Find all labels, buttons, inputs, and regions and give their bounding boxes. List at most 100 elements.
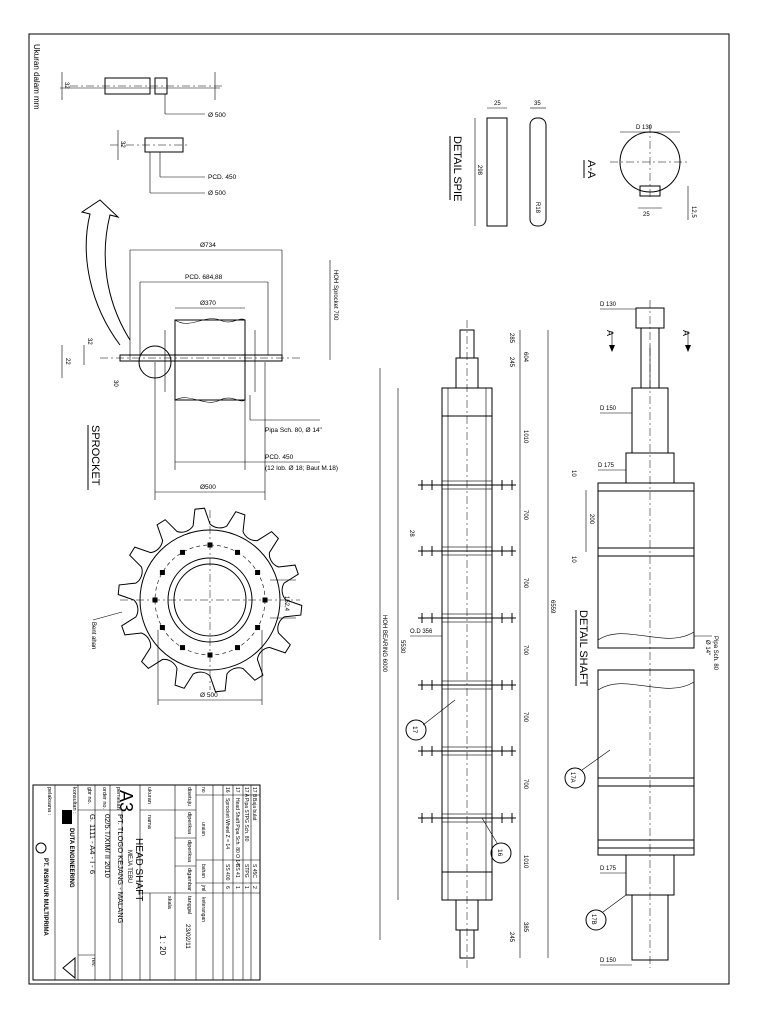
dim-thk-32: 32 [63, 82, 69, 89]
shaft-pipe-dia: Ø 14" [704, 640, 710, 655]
rev-label: rev. [90, 958, 96, 967]
sign-diperiksa-2: diperiksa [186, 840, 192, 863]
title-block: no uraian bahan jml keterangan 17 B Baja… [32, 784, 261, 981]
dim-32: 32 [86, 338, 92, 345]
dim-700b: 700 [522, 578, 528, 589]
bolt-hole [152, 597, 158, 603]
svg-text:17: 17 [411, 726, 418, 734]
bolt-hole [180, 549, 185, 555]
format-value: A3 [116, 790, 136, 812]
nama-label: nama [146, 815, 152, 830]
part-17b-no: 17 B [251, 787, 257, 798]
spie-d130: D 130 [636, 125, 653, 131]
company-seal-icon [62, 956, 76, 980]
bolt-hole [255, 570, 261, 575]
balloon-17a [564, 767, 586, 789]
dim-700e: 700 [522, 779, 528, 790]
bolt-hole [159, 570, 165, 575]
sprocket-flange [418, 480, 516, 490]
svg-text:17A: 17A [569, 772, 575, 783]
sprocket-flange [418, 546, 516, 556]
bolt-hole [159, 625, 165, 630]
sprocket-flange [418, 680, 516, 690]
shaft-w200: 200 [588, 514, 594, 525]
balloon-17 [405, 719, 427, 741]
shaft-pipe-note: Pipa Sch. 80 [712, 636, 718, 671]
part-17b-bahan: S 45C [251, 864, 257, 878]
rotation-arrow-icon [80, 199, 131, 346]
dim-d500-front: Ø 500 [200, 692, 218, 699]
dim-od356: O.D 356 [410, 629, 433, 635]
balloon-17b [585, 909, 607, 931]
svg-text:17B: 17B [590, 914, 596, 925]
parts-header-no: no [200, 787, 206, 793]
dim-d500-bottom: Ø500 [200, 484, 216, 491]
dim-pitch-1524: 152,4 [283, 596, 289, 612]
dim-30: 30 [112, 380, 118, 387]
detail-shaft-title: DETAIL SHAFT [577, 610, 589, 687]
part-16-bahan: SS 400 [224, 864, 230, 881]
dim-hoh-sprocket: HOH Sprocket 700 [332, 270, 338, 321]
spie-r18: R18 [534, 202, 540, 214]
gbr-label: gbr no. [86, 787, 92, 805]
parts-header-bahan: bahan [200, 864, 206, 878]
skala-label: skala [166, 896, 172, 910]
sheet-note: Ukuran dalam mm [32, 44, 41, 110]
dim-pcd450-b: PCD. 450 [208, 174, 237, 181]
bolt-note: (12 lob. Ø 18; Baut M.18) [265, 465, 338, 472]
dim-thk-32b: 32 [119, 141, 125, 148]
bolt-hole [255, 625, 261, 630]
pemesan-value: PT. TLOGO KEJANG - MALANG [116, 814, 125, 924]
part-17a-bahan: STPG [243, 864, 249, 878]
balloon-16 [490, 842, 512, 864]
dim-22: 22 [64, 358, 70, 365]
sprocket-section-view: 32 Ø 500 32 PCD. 450 Ø 500 Ø734 PCD. 684… [60, 72, 338, 500]
section-title: A-A [585, 160, 597, 179]
part-17-bahan: SS 41 [234, 864, 240, 878]
dim-700c: 700 [522, 645, 528, 656]
dim-285: 285 [508, 333, 514, 344]
main-shaft-view: 285 245 604 1010 700 700 700 700 700 101… [379, 320, 555, 968]
sprocket-teeth-outline [117, 507, 303, 693]
part-17a-jml: 1 [243, 886, 249, 889]
bolt-hole [235, 549, 240, 555]
part-17a-no: 17 A [243, 787, 249, 798]
dim-385: 385 [522, 922, 528, 933]
bolt-hole [207, 652, 213, 658]
bolt-hole [207, 542, 213, 548]
dim-d734: Ø734 [200, 242, 216, 249]
part-17a-uraian: Pipa STPG Sch. 80 [243, 798, 249, 842]
konsultan-label: konsultan : [71, 787, 77, 814]
date-value: 23/02/11 [184, 924, 191, 949]
spie-h125: 12,5 [690, 206, 696, 218]
dim-hoh-bearing: HOH BEARING 6000 [381, 615, 387, 673]
sheet-border [28, 33, 730, 985]
part-17b-uraian: Baja bulat [251, 798, 257, 821]
ukuran-label: ukuran [146, 787, 152, 804]
part-16-jml: 6 [224, 886, 230, 889]
shaft-d175: D 175 [598, 463, 615, 469]
spie-w35: 35 [534, 101, 541, 107]
dim-604: 604 [522, 352, 528, 363]
drawing-subtitle: MEJA TEBU [126, 850, 132, 883]
svg-text:16: 16 [496, 849, 503, 857]
dim-pcd684: PCD. 684,88 [185, 274, 223, 281]
pelaksana-logo: PT. INSINYUR MULTIPRIMA [42, 858, 48, 937]
dim-d500-b: Ø 500 [208, 190, 226, 197]
spie-w25b: 25 [643, 212, 650, 218]
dim-d370: Ø370 [200, 300, 216, 307]
bolt-hole [180, 645, 185, 651]
pemesan-label: pemesan [115, 787, 121, 810]
part-17-uraian: Head Shaft Pipa Sch. 80 O 14" [234, 798, 240, 867]
shaft-t10b: 10 [570, 556, 576, 563]
dim-700a: 700 [522, 510, 528, 521]
sprocket-title: SPROCKET [89, 425, 101, 486]
sprocket-front-view: 152,4 Bent ahan Ø 500 [90, 507, 303, 705]
spie-len298: 298 [476, 165, 482, 176]
shaft-d150: D 150 [600, 406, 617, 412]
dim-700d: 700 [522, 712, 528, 723]
scale-value: 1 : 20 [158, 935, 167, 956]
bent-label: Bent ahan [90, 622, 96, 649]
sprocket-flange [418, 813, 516, 823]
duta-logo-icon [62, 810, 72, 824]
